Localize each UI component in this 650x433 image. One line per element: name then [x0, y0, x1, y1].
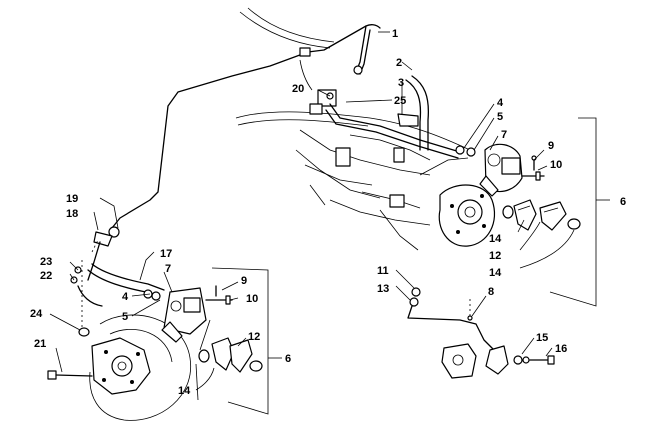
brake-line-rear	[111, 24, 381, 229]
front-hose	[70, 263, 165, 307]
callout-12-front: 12	[248, 331, 260, 343]
callout-17: 17	[160, 248, 172, 260]
callout-6-lower: 6	[285, 353, 291, 365]
callout-8: 8	[488, 286, 494, 298]
callout-3: 3	[398, 77, 404, 89]
front-fitting	[81, 226, 120, 336]
callout-14-front: 14	[178, 385, 191, 397]
front-disc	[89, 314, 192, 421]
callout-9-front: 9	[241, 275, 247, 287]
callout-2: 2	[396, 57, 402, 69]
frame-sketch	[235, 7, 496, 251]
callout-5-rear: 5	[497, 111, 503, 123]
callout-7-rear: 7	[501, 129, 507, 141]
callout-7-front: 7	[165, 263, 171, 275]
callout-20: 20	[292, 83, 304, 95]
rear-pads	[502, 199, 581, 231]
callout-13: 13	[377, 283, 389, 295]
callout-19: 19	[66, 193, 78, 205]
callout-23: 23	[40, 256, 52, 268]
callout-14-rear-a: 14	[489, 233, 502, 245]
callout-9-rear: 9	[548, 140, 554, 152]
callout-10-rear: 10	[550, 159, 562, 171]
bolt-21	[47, 370, 93, 380]
callout-16: 16	[555, 343, 567, 355]
callout-22: 22	[40, 270, 52, 282]
callout-24: 24	[30, 308, 43, 320]
junction-block	[309, 89, 461, 159]
washer-24	[78, 327, 90, 337]
group-bracket-lower	[211, 267, 269, 415]
brake-hose-2	[405, 75, 430, 151]
callout-18: 18	[66, 208, 78, 220]
callout-5-front: 5	[122, 311, 128, 323]
callout-21: 21	[34, 338, 46, 350]
callout-10-front: 10	[246, 293, 258, 305]
callout-12-rear: 12	[489, 250, 501, 262]
callout-1: 1	[392, 28, 398, 40]
front-caliper	[161, 285, 233, 343]
leader-lines	[49, 31, 610, 391]
group-bracket-upper	[549, 117, 597, 307]
callout-labels: 1 2 3 20 25 4 5 7 9 10 6 14 12 14 19 18 …	[30, 28, 626, 397]
callout-6-upper: 6	[620, 196, 626, 208]
callout-4-front: 4	[122, 291, 129, 303]
rear-caliper	[455, 143, 545, 197]
callout-14-rear-b: 14	[489, 267, 502, 279]
front-pads	[195, 319, 263, 401]
rear-line-lower	[407, 287, 555, 379]
callout-4-rear: 4	[497, 97, 504, 109]
callout-25: 25	[394, 95, 406, 107]
callout-11: 11	[377, 265, 389, 277]
callout-15: 15	[536, 332, 548, 344]
bracket-3	[397, 113, 419, 127]
